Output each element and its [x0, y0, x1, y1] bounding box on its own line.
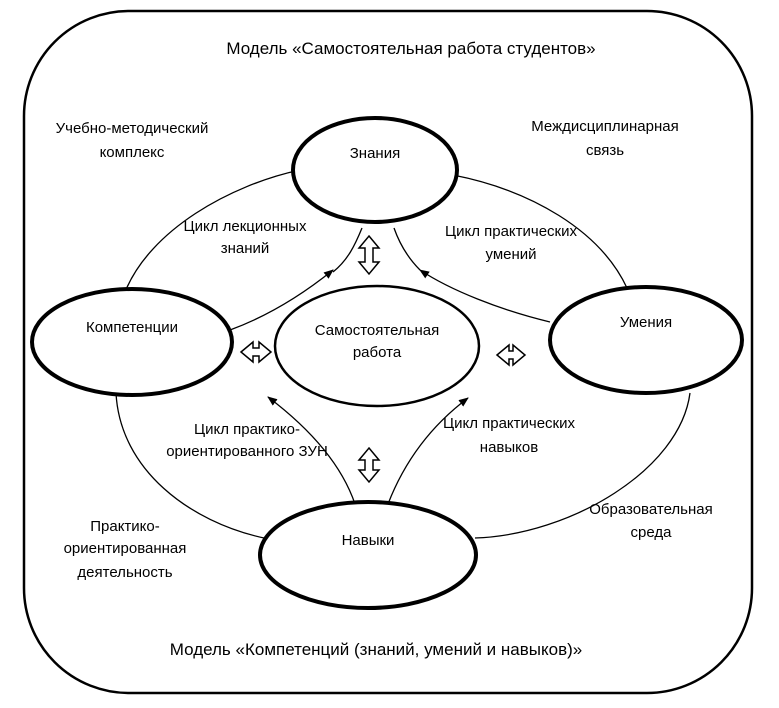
corner-bottom-right-2: среда — [631, 524, 673, 541]
cycle-practical-habits-2: навыков — [480, 439, 538, 456]
double-arrow-top — [357, 234, 381, 276]
arrow-kompetencii-to-znaniya — [229, 269, 334, 331]
label-navyki: Навыки — [342, 532, 395, 549]
label-samostoyatelnaya-2: работа — [353, 344, 402, 361]
node-znaniya — [291, 116, 459, 224]
arc-kompetencii-navyki — [115, 392, 265, 539]
title-top: Модель «Самостоятельная работа студентов… — [226, 39, 595, 58]
corner-bottom-right-1: Образовательная — [589, 501, 713, 518]
corner-top-right-2: связь — [586, 142, 624, 159]
cycle-practice-oriented-2: ориентированного ЗУН — [166, 443, 328, 460]
cycle-practical-habits-1: Цикл практических — [443, 415, 576, 432]
arrow-umeniya-to-znaniya — [419, 269, 551, 323]
corner-bottom-left-1: Практико- — [90, 518, 160, 535]
arc-kompetencii-znaniya — [124, 169, 301, 293]
corner-top-right-1: Междисциплинарная — [531, 118, 678, 135]
double-arrow-left — [239, 340, 273, 364]
node-umeniya — [548, 285, 744, 395]
title-bottom: Модель «Компетенций (знаний, умений и на… — [170, 640, 582, 659]
corner-bottom-left-3: деятельность — [77, 564, 172, 581]
label-kompetencii: Компетенции — [86, 319, 178, 336]
arc-znaniya-umeniya — [452, 174, 628, 289]
label-znaniya: Знания — [350, 145, 400, 162]
cycle-practical-skills-top-1: Цикл практических — [445, 223, 578, 240]
node-navyki — [258, 500, 478, 610]
cycle-lecture-1: Цикл лекционных — [184, 218, 307, 235]
node-kompetencii — [30, 287, 234, 397]
line-znaniya-right — [393, 227, 421, 271]
cycle-lecture-2: знаний — [221, 240, 270, 257]
double-arrow-bottom — [357, 446, 381, 484]
label-umeniya: Умения — [620, 314, 672, 331]
corner-top-left-1: Учебно-методический — [56, 120, 209, 137]
corner-bottom-left-2: ориентированная — [64, 540, 187, 557]
label-samostoyatelnaya-1: Самостоятельная — [315, 322, 440, 339]
arrow-navyki-to-kompetencii — [267, 396, 356, 505]
arrow-navyki-to-umeniya — [387, 397, 469, 505]
double-arrow-right — [495, 343, 527, 367]
line-znaniya-left — [332, 227, 363, 273]
arc-umeniya-navyki — [474, 392, 691, 539]
cycle-practical-skills-top-2: умений — [485, 246, 536, 263]
node-samostoyatelnaya — [273, 284, 481, 408]
cycle-practice-oriented-1: Цикл практико- — [194, 421, 300, 438]
corner-top-left-2: комплекс — [100, 144, 165, 161]
outer-frame — [22, 9, 754, 695]
